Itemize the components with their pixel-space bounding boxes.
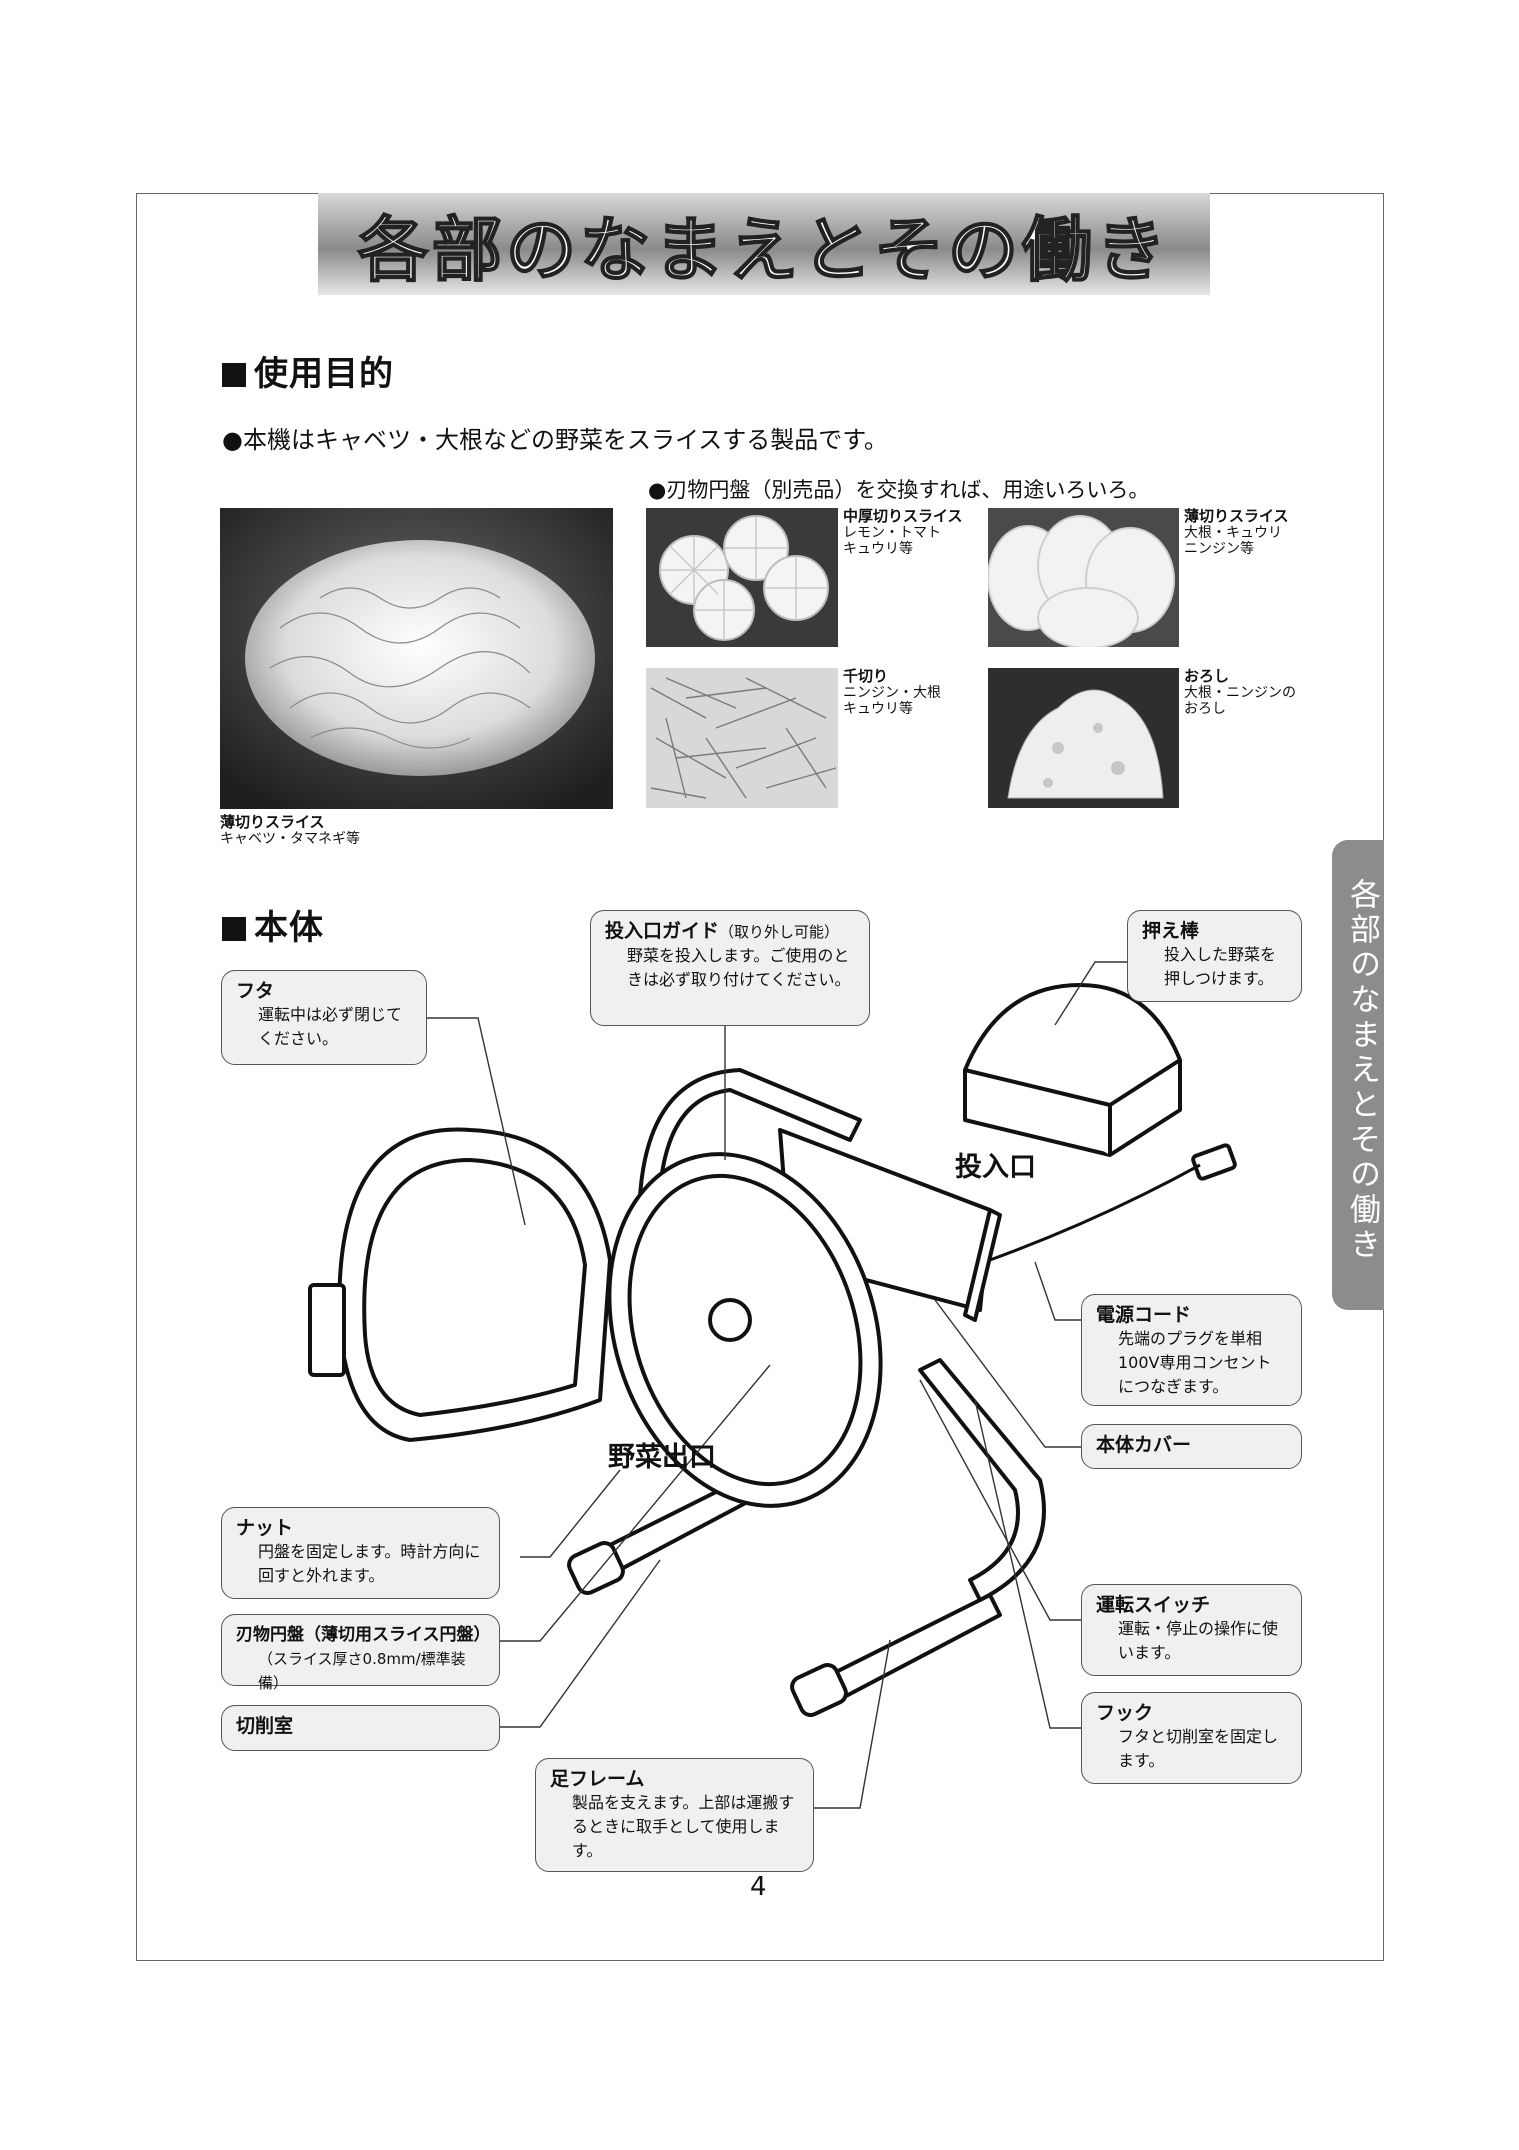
page-title-band: 各部のなまえとその働き xyxy=(318,193,1210,295)
main-photo-caption: 薄切りスライスキャベツ・タマネギ等 xyxy=(220,813,360,847)
callout-lid: フタ運転中は必ず閉じてください。 xyxy=(221,970,427,1065)
callout-run-switch: 運転スイッチ運転・停止の操作に使います。 xyxy=(1081,1584,1302,1676)
side-index-label: 各部のなまえとその働き xyxy=(1344,878,1380,1263)
square-bullet-icon xyxy=(222,917,246,941)
callout-blade-disc: 刃物円盤（薄切用スライス円盤）（スライス厚さ0.8mm/標準装備） xyxy=(221,1614,500,1692)
side-index-tab[interactable]: 各部のなまえとその働き xyxy=(1332,840,1384,1310)
purpose-text: ●本機はキャベツ・大根などの野菜をスライスする製品です。 xyxy=(222,426,888,454)
section-heading-purpose: 使用目的 xyxy=(222,346,394,395)
photo-caption-3: 千切りニンジン・大根キュウリ等 xyxy=(843,667,941,717)
square-bullet-icon xyxy=(222,363,246,387)
callout-inlet-guide: 投入口ガイド（取り外し可能） 野菜を投入します。ご使用のときは必ず取り付けてくだ… xyxy=(590,910,870,1026)
photo-cabbage-slice xyxy=(220,508,613,809)
callout-cutting-chamber: 切削室 xyxy=(221,1705,500,1751)
callout-nut: ナット円盤を固定します。時計方向に回すと外れます。 xyxy=(221,1507,500,1599)
callout-pusher: 押え棒投入した野菜を押しつけます。 xyxy=(1127,910,1302,1002)
callout-hook: フックフタと切削室を固定します。 xyxy=(1081,1692,1302,1784)
callout-power-cord: 電源コード先端のプラグを単相100V専用コンセントにつなぎます。 xyxy=(1081,1294,1302,1406)
callout-leg-frame: 足フレーム製品を支えます。上部は運搬するときに取手として使用します。 xyxy=(535,1758,814,1872)
page-number: 4 xyxy=(750,1872,767,1902)
label-outlet: 野菜出口 xyxy=(608,1442,716,1473)
label-inlet: 投入口 xyxy=(955,1152,1036,1183)
photo-lemon-slice xyxy=(646,508,838,647)
photo-caption-1: 中厚切りスライスレモン・トマトキュウリ等 xyxy=(843,507,963,557)
photo-daikon-slice xyxy=(988,508,1179,647)
photo-caption-2: 薄切りスライス大根・キュウリニンジン等 xyxy=(1184,507,1289,557)
photo-julienne xyxy=(646,668,838,808)
page-title: 各部のなまえとその働き xyxy=(357,208,1170,292)
blade-note: ●刃物円盤（別売品）を交換すれば、用途いろいろ。 xyxy=(648,478,1150,502)
photo-grated xyxy=(988,668,1179,808)
photo-caption-4: おろし大根・ニンジンのおろし xyxy=(1184,667,1296,717)
section-heading-body: 本体 xyxy=(222,900,324,949)
callout-body-cover: 本体カバー xyxy=(1081,1424,1302,1469)
